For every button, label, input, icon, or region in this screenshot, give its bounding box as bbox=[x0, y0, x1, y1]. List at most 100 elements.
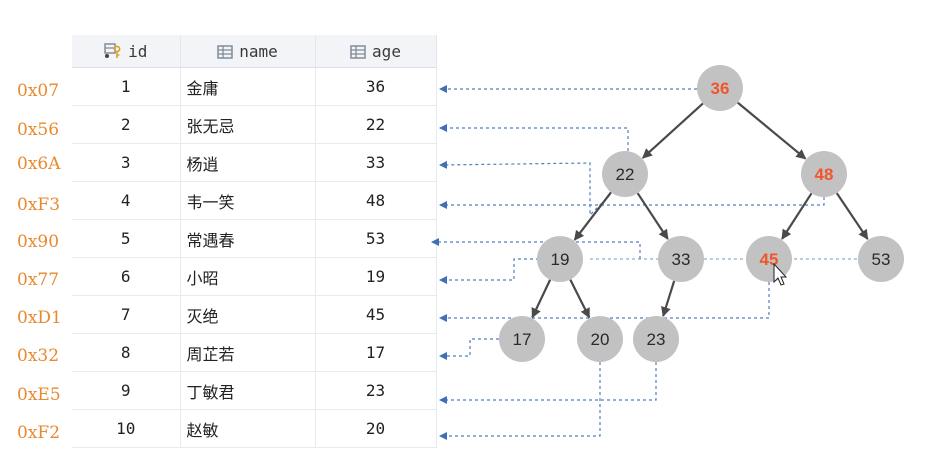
cell-age[interactable]: 23 bbox=[315, 371, 437, 410]
tree-edge-48-45 bbox=[781, 192, 813, 240]
tree-node-label: 20 bbox=[591, 330, 610, 349]
tree-edge-33-23 bbox=[661, 280, 676, 318]
cell-name[interactable]: 杨逍 bbox=[180, 143, 316, 182]
row-address: 0xF2 bbox=[17, 423, 61, 443]
cell-name[interactable]: 小昭 bbox=[180, 257, 316, 296]
tree-node-17: 17 bbox=[499, 316, 545, 362]
tree-node-label: 53 bbox=[872, 250, 891, 269]
tree-edge-19-17 bbox=[531, 279, 552, 319]
row-pointer-9 bbox=[439, 362, 657, 404]
row-address: 0x6A bbox=[17, 154, 61, 174]
cell-age[interactable]: 22 bbox=[315, 105, 437, 144]
cell-age[interactable]: 20 bbox=[315, 409, 437, 448]
row-address: 0xD1 bbox=[17, 308, 62, 328]
address-column: 0x07 0x56 0x6A 0xF3 0x90 0x77 0xD1 0x32 … bbox=[0, 0, 72, 461]
tree-node-23: 23 bbox=[633, 316, 679, 362]
cell-id[interactable]: 9 bbox=[72, 371, 181, 410]
row-pointer-lines bbox=[431, 85, 858, 440]
cell-id[interactable]: 1 bbox=[72, 67, 181, 106]
cell-age[interactable]: 45 bbox=[315, 295, 437, 334]
column-header-label: name bbox=[239, 41, 278, 61]
column-header-label: age bbox=[372, 41, 401, 61]
column-icon bbox=[350, 44, 366, 59]
tree-node-22: 22 bbox=[602, 151, 648, 197]
cell-id[interactable]: 10 bbox=[72, 409, 181, 448]
table-header-row: id name age bbox=[72, 35, 437, 68]
row-pointer-3 bbox=[439, 160, 611, 217]
tree-node-circle bbox=[801, 151, 847, 197]
tree-node-circle bbox=[537, 236, 583, 282]
cell-id[interactable]: 4 bbox=[72, 181, 181, 220]
tree-node-label: 36 bbox=[711, 79, 730, 98]
row-pointer-2 bbox=[439, 124, 629, 151]
cell-name[interactable]: 韦一笑 bbox=[180, 181, 316, 220]
cell-name[interactable]: 丁敏君 bbox=[180, 371, 316, 410]
tree-node-label: 22 bbox=[616, 165, 635, 184]
tree-nodes: 36 22 48 19 33 45 53 17 20 23 bbox=[499, 65, 904, 362]
column-header-id[interactable]: id bbox=[72, 35, 181, 68]
cell-name[interactable]: 灭绝 bbox=[180, 295, 316, 334]
tree-node-33: 33 bbox=[658, 236, 704, 282]
tree-node-circle bbox=[499, 316, 545, 362]
row-address: 0xF3 bbox=[17, 195, 61, 215]
column-header-name[interactable]: name bbox=[180, 35, 316, 68]
mouse-cursor-icon bbox=[773, 262, 788, 286]
cell-name[interactable]: 常遇春 bbox=[180, 219, 316, 258]
row-pointer-5 bbox=[431, 238, 641, 259]
cell-id[interactable]: 5 bbox=[72, 219, 181, 258]
row-address: 0x07 bbox=[17, 81, 60, 101]
tree-node-circle bbox=[602, 151, 648, 197]
row-pointer-7 bbox=[439, 282, 770, 322]
row-address: 0x32 bbox=[17, 346, 60, 366]
tree-node-label: 23 bbox=[647, 330, 666, 349]
column-header-age[interactable]: age bbox=[315, 35, 437, 68]
row-address: 0x77 bbox=[17, 270, 60, 290]
tree-node-48: 48 bbox=[801, 151, 847, 197]
cell-id[interactable]: 8 bbox=[72, 333, 181, 372]
cell-age[interactable]: 48 bbox=[315, 181, 437, 220]
tree-edges bbox=[531, 101, 869, 319]
tree-node-label: 33 bbox=[672, 250, 691, 269]
cell-name[interactable]: 金庸 bbox=[180, 67, 316, 106]
cell-name[interactable]: 张无忌 bbox=[180, 105, 316, 144]
tree-node-20: 20 bbox=[577, 316, 623, 362]
tree-node-36: 36 bbox=[697, 65, 743, 111]
cell-id[interactable]: 3 bbox=[72, 143, 181, 182]
cell-age[interactable]: 33 bbox=[315, 143, 437, 182]
tree-edge-22-33 bbox=[636, 192, 669, 240]
cell-id[interactable]: 6 bbox=[72, 257, 181, 296]
tree-edge-36-22 bbox=[642, 102, 704, 159]
row-address: 0x56 bbox=[17, 120, 60, 140]
tree-node-label: 19 bbox=[551, 250, 570, 269]
cell-age[interactable]: 53 bbox=[315, 219, 437, 258]
tree-node-53: 53 bbox=[858, 236, 904, 282]
tree-edge-48-53 bbox=[835, 192, 869, 240]
tree-node-circle bbox=[658, 236, 704, 282]
cell-name[interactable]: 周芷若 bbox=[180, 333, 316, 372]
row-pointer-10 bbox=[439, 362, 601, 440]
row-pointer-6 bbox=[439, 258, 539, 284]
cell-name[interactable]: 赵敏 bbox=[180, 409, 316, 448]
cell-age[interactable]: 19 bbox=[315, 257, 437, 296]
tree-node-circle bbox=[633, 316, 679, 362]
tree-node-circle bbox=[577, 316, 623, 362]
tree-node-19: 19 bbox=[537, 236, 583, 282]
cell-age[interactable]: 36 bbox=[315, 67, 437, 106]
cell-age[interactable]: 17 bbox=[315, 333, 437, 372]
cell-id[interactable]: 7 bbox=[72, 295, 181, 334]
tree-node-label: 17 bbox=[513, 330, 532, 349]
tree-node-circle bbox=[697, 65, 743, 111]
tree-node-45: 45 bbox=[746, 236, 792, 282]
cell-id[interactable]: 2 bbox=[72, 105, 181, 144]
